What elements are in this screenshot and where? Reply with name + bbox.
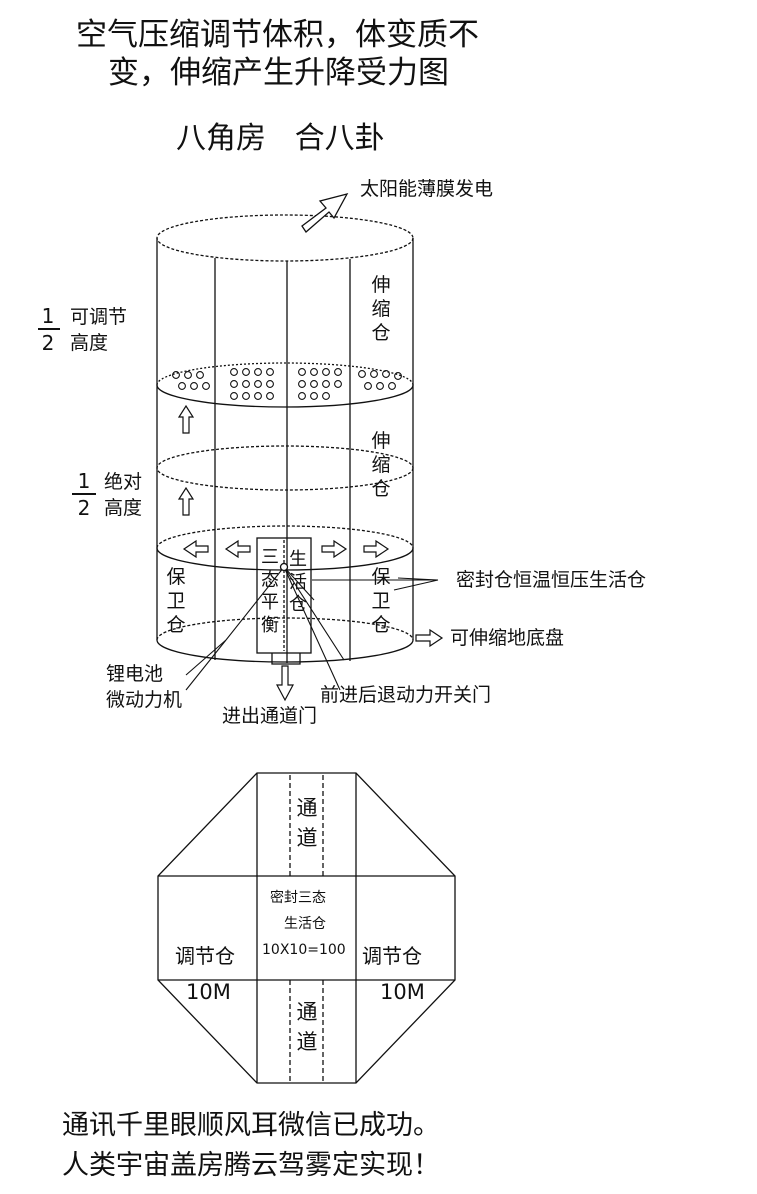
vent-holes [172, 368, 402, 400]
left-cabin-size: 10M [186, 980, 231, 1004]
ring-ellipse-upper-back [156, 362, 414, 386]
telescopic-cabin-upper: 伸缩仓 [371, 274, 391, 344]
switch-label: 前进后退动力开关门 [320, 684, 492, 706]
left-cabin-label: 调节仓 [175, 944, 235, 968]
center-line-2: 生活仓 [284, 916, 326, 932]
living-cabin-label: 生活仓 [289, 549, 307, 615]
right-cabin-size: 10M [380, 980, 425, 1004]
ring-ellipse-middle [156, 445, 414, 491]
exit-door [271, 653, 301, 665]
ring-ellipse-upper-front [156, 384, 414, 408]
upper-label-2: 高度 [70, 332, 109, 354]
footer-line-2: 人类宇宙盖房腾云驾雾定实现！ [62, 1150, 440, 1181]
center-line-3: 10X10=100 [262, 942, 346, 958]
lower-frac-num: 1 [77, 469, 91, 493]
upper-frac-den: 2 [41, 331, 55, 355]
guard-cabin-left: 保卫仓 [166, 566, 186, 636]
lower-label-1: 绝对 [104, 471, 143, 493]
subtitle: 八角房 合八卦 [176, 121, 385, 156]
upper-frac-num: 1 [41, 304, 55, 328]
upper-frac-bar [38, 328, 60, 330]
chassis-label: 可伸缩地底盘 [450, 627, 565, 649]
solar-arrow [301, 192, 349, 233]
battery-label-1: 锂电池 [106, 663, 164, 685]
up-arrows [177, 404, 195, 516]
battery-label-2: 微动力机 [106, 689, 183, 711]
lower-label-2: 高度 [104, 497, 143, 519]
ring-ellipse-lower-back [156, 525, 414, 549]
center-line-1: 密封三态 [270, 890, 326, 906]
side-arrows [182, 539, 390, 559]
sealed-cabin-label: 密封仓恒温恒压生活仓 [456, 569, 647, 591]
lower-frac-den: 2 [77, 496, 91, 520]
cylinder-bottom-back [156, 617, 414, 641]
lower-frac-bar [72, 493, 96, 495]
footer-line-1: 通讯千里眼顺风耳微信已成功。 [62, 1110, 440, 1141]
three-state-box [256, 537, 312, 654]
upper-label-1: 可调节 [70, 306, 128, 328]
title-line-2: 变，伸缩产生升降受力图 [108, 55, 449, 91]
telescopic-cabin-lower: 伸缩仓 [371, 430, 391, 500]
right-cabin-label: 调节仓 [362, 944, 422, 968]
exit-arrow [276, 665, 294, 702]
channel-top-label: 通道 [296, 796, 318, 851]
channel-bottom-label: 通道 [296, 1000, 318, 1055]
three-state-label: 三态平衡 [261, 547, 279, 636]
cylinder-bottom-front [156, 639, 414, 663]
cylinder-top-ellipse [156, 214, 414, 262]
chassis-arrow [415, 628, 444, 648]
title-line-1: 空气压缩调节体积，体变质不 [76, 17, 479, 53]
exit-label: 进出通道门 [222, 705, 318, 727]
solar-label: 太阳能薄膜发电 [360, 178, 494, 200]
guard-cabin-right: 保卫仓 [371, 566, 391, 636]
